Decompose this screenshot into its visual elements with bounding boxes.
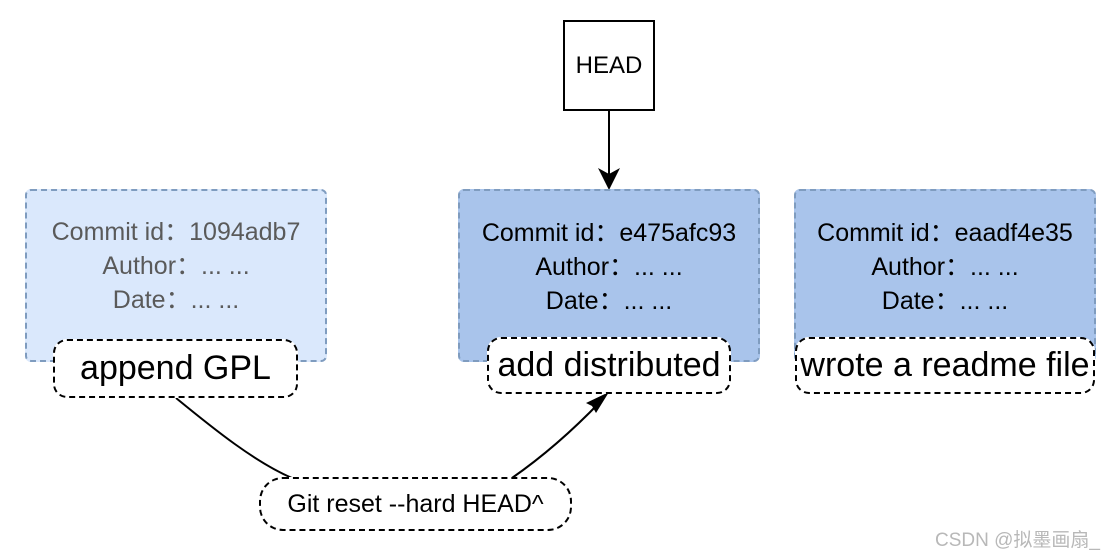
commit-message-add-distributed: add distributed [487,337,731,394]
commit-message-text: append GPL [80,349,271,387]
commit-date-text: Date：... ... [112,286,240,314]
commit-message-text: wrote a readme file [800,346,1090,384]
commit-id-text: Commit id：1094adb7 [51,218,301,246]
commit-date-text: Date：... ... [545,287,673,315]
git-reset-command-text: Git reset --hard HEAD^ [287,489,544,518]
commit-author-text: Author：... ... [871,253,1019,281]
head-pointer-box: HEAD [563,20,655,111]
commit-author-text: Author：... ... [102,252,250,280]
git-reset-command-box: Git reset --hard HEAD^ [259,477,572,531]
commit-message-wrote-readme: wrote a readme file [795,337,1095,394]
commit-author-text: Author：... ... [535,253,683,281]
reset-curve-left [175,397,293,479]
commit-message-append-gpl: append GPL [53,339,298,398]
commit-id-text: Commit id：e475afc93 [481,219,737,247]
head-label: HEAD [575,51,643,79]
head-pointer-arrowhead [598,168,620,190]
csdn-watermark: CSDN @拟墨画扇_ [935,530,1100,551]
commit-card-1094adb7: Commit id：1094adb7 Author：... ... Date：.… [25,189,327,362]
reset-arrowhead [586,392,609,413]
commit-message-text: add distributed [497,346,721,384]
commit-id-text: Commit id：eaadf4e35 [817,219,1073,247]
reset-curve-right [511,401,601,479]
commit-date-text: Date：... ... [881,287,1009,315]
commit-card-e475afc93: Commit id：e475afc93 Author：... ... Date：… [458,189,760,362]
